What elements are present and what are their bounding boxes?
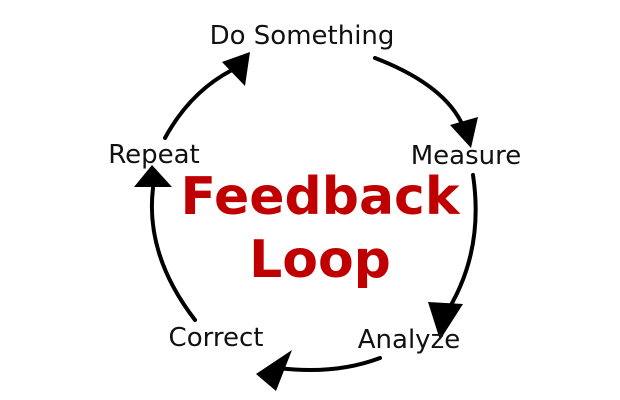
step-label-repeat: Repeat <box>108 140 200 170</box>
arc-analyze-to-correct <box>276 356 382 373</box>
arrowhead-into-repeat <box>134 165 172 187</box>
step-label-measure: Measure <box>411 141 522 171</box>
arrowhead-into-do-something <box>222 52 250 86</box>
step-label-do-something: Do Something <box>210 21 395 51</box>
arc-repeat-to-do-something <box>163 68 234 140</box>
diagram-title-line-2: Loop <box>249 230 391 290</box>
step-label-correct: Correct <box>169 323 264 353</box>
arc-do-something-to-measure <box>373 56 465 128</box>
loop-arcs <box>149 56 478 373</box>
arc-measure-to-analyze <box>441 173 478 320</box>
diagram-title-line-1: Feedback <box>181 167 461 227</box>
arrowhead-into-correct <box>256 350 292 391</box>
arrowhead-into-measure <box>450 117 478 148</box>
arrowhead-into-analyze <box>428 302 463 340</box>
arc-correct-to-repeat <box>149 186 197 322</box>
arrowheads <box>134 52 478 391</box>
step-label-analyze: Analyze <box>358 325 460 355</box>
